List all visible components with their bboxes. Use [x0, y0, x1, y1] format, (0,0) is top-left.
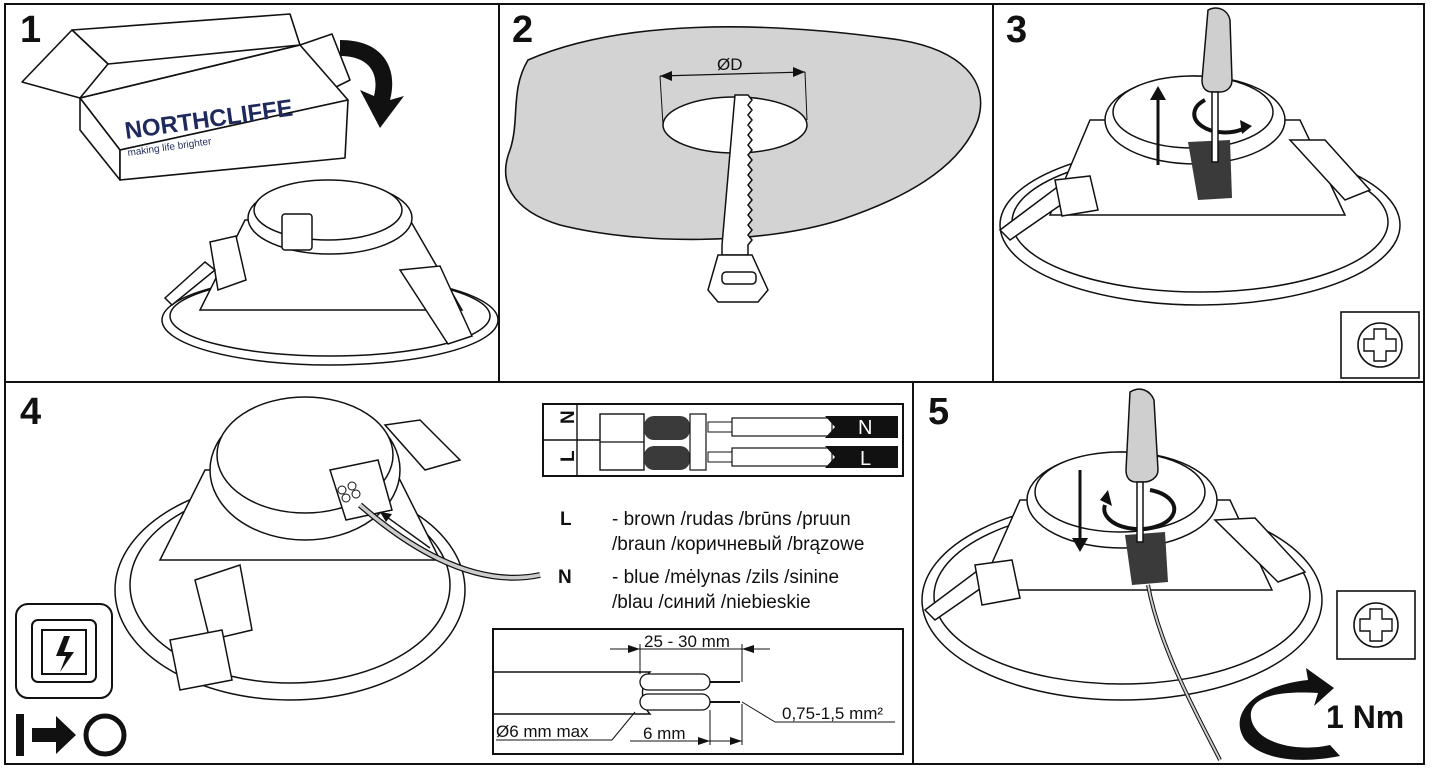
- box-icon: [21, 13, 351, 181]
- panel-5: 5 1 Nm: [921, 388, 1416, 761]
- terminal-label-l: L: [860, 448, 871, 470]
- torque-label: 1 Nm: [1326, 699, 1404, 735]
- screwdriver-icon-5: [1125, 388, 1159, 543]
- terminal-side-n: N: [558, 410, 579, 424]
- rotate-arrow-icon: [340, 40, 404, 128]
- terminal-side-l: L: [558, 450, 579, 462]
- cross-section-label: 0,75-1,5 mm²: [782, 704, 883, 723]
- cable-strip-diagram: 25 - 30 mm 6 mm Ø6 mm max 0,75-1,5 mm²: [492, 628, 904, 755]
- legend-key-l: L: [560, 509, 572, 530]
- step-number-5: 5: [928, 391, 949, 433]
- legend-l-line1: - brown /rudas /brūns /pruun: [612, 509, 851, 530]
- torque-arrow-icon: [1239, 668, 1340, 760]
- step-number-3: 3: [1006, 9, 1027, 51]
- phillips-icon-5: [1336, 590, 1416, 660]
- wire-legend: L - brown /rudas /brūns /pruun /braun /к…: [558, 509, 864, 613]
- cable-clamp-5: [1125, 532, 1168, 585]
- saw-icon: [707, 94, 769, 303]
- terminal-block-small: [337, 481, 361, 503]
- downlight-4: [114, 396, 466, 701]
- off-arrow-icon: [16, 713, 127, 757]
- legend-key-n: N: [558, 567, 572, 588]
- step-number-4: 4: [20, 391, 41, 433]
- legend-n-line2: /blau /синий /niebieskie: [612, 592, 811, 613]
- panel-3: 3: [998, 7, 1420, 379]
- panel-4: 4: [15, 391, 904, 757]
- step-number-2: 2: [512, 9, 533, 51]
- terminal-label-n: N: [858, 417, 872, 439]
- wire-strip-label: 6 mm: [643, 724, 686, 743]
- panel-borders: [4, 3, 1425, 765]
- cable-clamp: [1188, 140, 1232, 200]
- phillips-icon: [1340, 311, 1420, 379]
- strip-length-label: 25 - 30 mm: [644, 632, 730, 651]
- step-number-1: 1: [20, 9, 41, 51]
- legend-n-line1: - blue /mėlynas /zils /sinine: [612, 567, 839, 588]
- cable-diameter-label: Ø6 mm max: [496, 722, 589, 741]
- panel-2: 2 ØD: [505, 9, 982, 303]
- panel-1: 1 NORTHCLIFFE making life brighter: [20, 9, 499, 366]
- downlight-1: [161, 179, 499, 366]
- legend-l-line2: /braun /коричневый /brązowe: [612, 534, 864, 555]
- downlight-5: [921, 451, 1323, 701]
- screwdriver-icon: [1201, 7, 1233, 163]
- terminal-diagram: N L N L: [542, 403, 904, 477]
- diameter-label: ØD: [717, 55, 743, 74]
- power-switch-icon: [15, 603, 113, 699]
